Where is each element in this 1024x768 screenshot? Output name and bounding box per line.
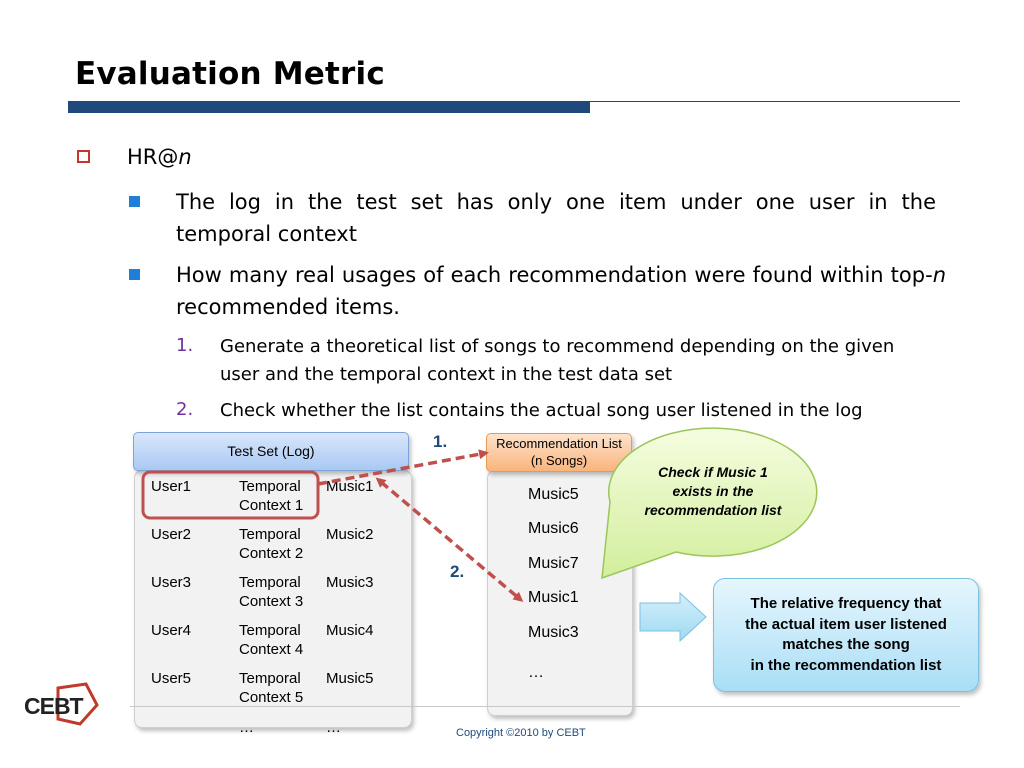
recommended-song: Music5 <box>528 486 579 503</box>
bullet-italic-n: n <box>178 145 192 169</box>
step-2-text: Check whether the list contains the actu… <box>220 400 863 421</box>
hollow-square-bullet-icon <box>77 150 90 163</box>
context-line-b: Context 2 <box>239 545 304 562</box>
recommended-song: Music7 <box>528 555 579 572</box>
context-line-b: Context 4 <box>239 641 304 658</box>
test-music: Music2 <box>326 526 374 543</box>
result-text: The relative frequency that the actual i… <box>745 594 947 676</box>
step-1-number: 1. <box>176 335 194 356</box>
arrow-step-1 <box>317 449 489 486</box>
arrow-label-1: 1. <box>433 432 448 451</box>
title-rule-thick <box>68 101 590 113</box>
result-line1: The relative frequency that <box>750 595 942 612</box>
test-set-box <box>134 470 412 728</box>
test-user: User3 <box>151 574 192 591</box>
footer-copyright: Copyright ©2010 by CEBT <box>456 727 586 739</box>
context-line-a: Temporal <box>239 478 301 495</box>
filled-square-bullet-icon <box>129 196 140 207</box>
arrow-label-2: 2. <box>450 562 465 581</box>
context-line-a: Temporal <box>239 574 301 591</box>
test-ellipsis: … <box>326 719 341 736</box>
test-user: User2 <box>151 526 192 543</box>
logo-frame <box>56 682 99 726</box>
callout-line3: recommendation list <box>644 502 782 518</box>
test-music: Music5 <box>326 670 374 687</box>
test-user: User1 <box>151 478 192 495</box>
highlight-row-box <box>141 470 320 520</box>
callout-bubble <box>601 427 818 580</box>
result-line3: matches the song <box>782 636 910 653</box>
title-rule-thin <box>590 101 960 102</box>
callout-text: Check if Music 1 exists in the recommendat… <box>623 463 803 520</box>
test-music: Music3 <box>326 574 374 591</box>
subbullet-2-italic-n: n <box>932 263 946 287</box>
callout-line2: exists in the <box>672 483 754 499</box>
test-music: Music4 <box>326 622 374 639</box>
bullet-hr-at-n: HR@n <box>127 145 192 169</box>
recommendation-header-line1: Recommendation List <box>496 436 622 451</box>
result-line4: in the recommendation list <box>750 656 942 674</box>
subbullet-2-part1: How many real usages of each recommendat… <box>176 263 933 287</box>
context-line-b: Context 3 <box>239 593 304 610</box>
subbullet-1-text: The log in the test set has only one ite… <box>176 190 936 246</box>
test-music: Music1 <box>326 478 374 495</box>
step-2-number: 2. <box>176 399 194 420</box>
recommendation-header: Recommendation List (n Songs) <box>486 433 632 472</box>
context-line-a: Temporal <box>239 526 301 543</box>
test-ellipsis: … <box>239 719 254 736</box>
recommendation-ellipsis: … <box>528 664 544 681</box>
bullet-prefix: HR@ <box>127 145 179 169</box>
step-1-text: Generate a theoretical list of songs to … <box>220 336 895 385</box>
recommended-song: Music6 <box>528 520 579 537</box>
arrow-step-2 <box>375 477 524 602</box>
recommended-song: Music1 <box>528 589 579 606</box>
callout-line1: Check if Music 1 <box>658 464 768 480</box>
result-line2: the actual item user listened <box>745 615 947 633</box>
context-line-a: Temporal <box>239 622 301 639</box>
recommendation-header-line2: (n Songs) <box>530 453 588 468</box>
subbullet-2-text: How many real usages of each recommendat… <box>176 259 946 323</box>
block-arrow-icon <box>639 591 707 643</box>
result-box: The relative frequency that the actual i… <box>713 578 979 692</box>
cebt-logo: CEBT <box>24 693 84 719</box>
subbullet-2-part2: recommended items. <box>176 295 400 319</box>
test-set-header: Test Set (Log) <box>133 432 409 471</box>
context-line-a: Temporal <box>239 670 301 687</box>
test-user: User5 <box>151 670 192 687</box>
recommended-song: Music3 <box>528 624 579 641</box>
footer-rule <box>130 706 960 707</box>
filled-square-bullet-icon <box>129 269 140 280</box>
page-title: Evaluation Metric <box>75 56 385 92</box>
context-line-b: Context 1 <box>239 497 304 514</box>
test-user: User4 <box>151 622 192 639</box>
context-line-b: Context 5 <box>239 689 304 706</box>
